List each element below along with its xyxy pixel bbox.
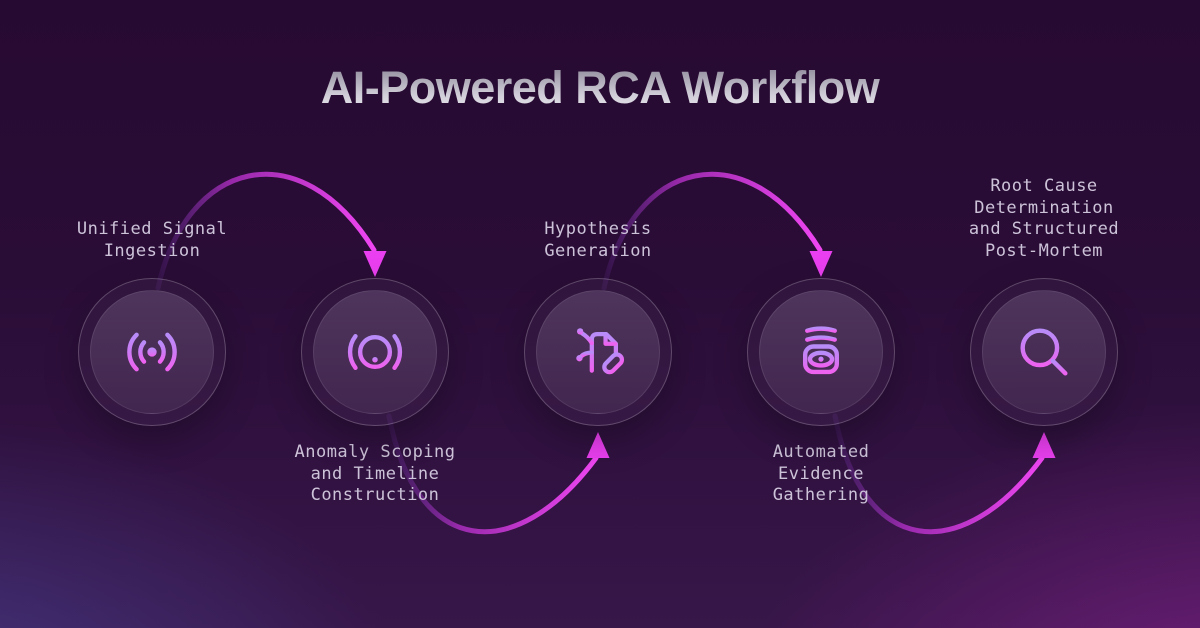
arrowhead-up-icon: [1032, 432, 1056, 458]
node-automated-evidence-gathering: [747, 278, 895, 426]
scan-eye-icon: [802, 326, 840, 375]
node-label-anomaly-scoping: Anomaly Scoping and Timeline Constructio…: [294, 442, 456, 505]
node-label-automated-evidence-gathering: Automated Evidence Gathering: [772, 442, 870, 505]
node-hypothesis-generation: [524, 278, 672, 426]
node-label-hypothesis-generation: Hypothesis Generation: [544, 219, 652, 261]
arrow-3-top: [601, 171, 833, 291]
node-anomaly-scoping: [301, 278, 449, 426]
node-inner-disc: [759, 290, 883, 414]
search-insights-icon: [1020, 328, 1068, 376]
node-inner-disc: [982, 290, 1106, 414]
node-unified-signal-ingestion: [78, 278, 226, 426]
arrowhead-down-icon: [363, 251, 387, 277]
node-label-unified-signal-ingestion: Unified Signal Ingestion: [76, 219, 228, 261]
alert-parentheses-icon: [347, 333, 403, 371]
arrow-2-bottom: [386, 413, 610, 535]
arrow-4-bottom: [832, 413, 1056, 535]
arrow-1-top: [155, 171, 387, 291]
node-root-cause-postmortem: [970, 278, 1118, 426]
arrowhead-down-icon: [809, 251, 833, 277]
node-inner-disc: [313, 290, 437, 414]
radio-signal-icon: [127, 332, 177, 372]
node-inner-disc: [90, 290, 214, 414]
arrowhead-up-icon: [586, 432, 610, 458]
node-label-root-cause-postmortem: Root Cause Determination and Structured …: [968, 176, 1120, 261]
ai-document-pen-icon: [576, 328, 625, 375]
node-inner-disc: [536, 290, 660, 414]
page-title: AI-Powered RCA Workflow: [0, 62, 1200, 114]
